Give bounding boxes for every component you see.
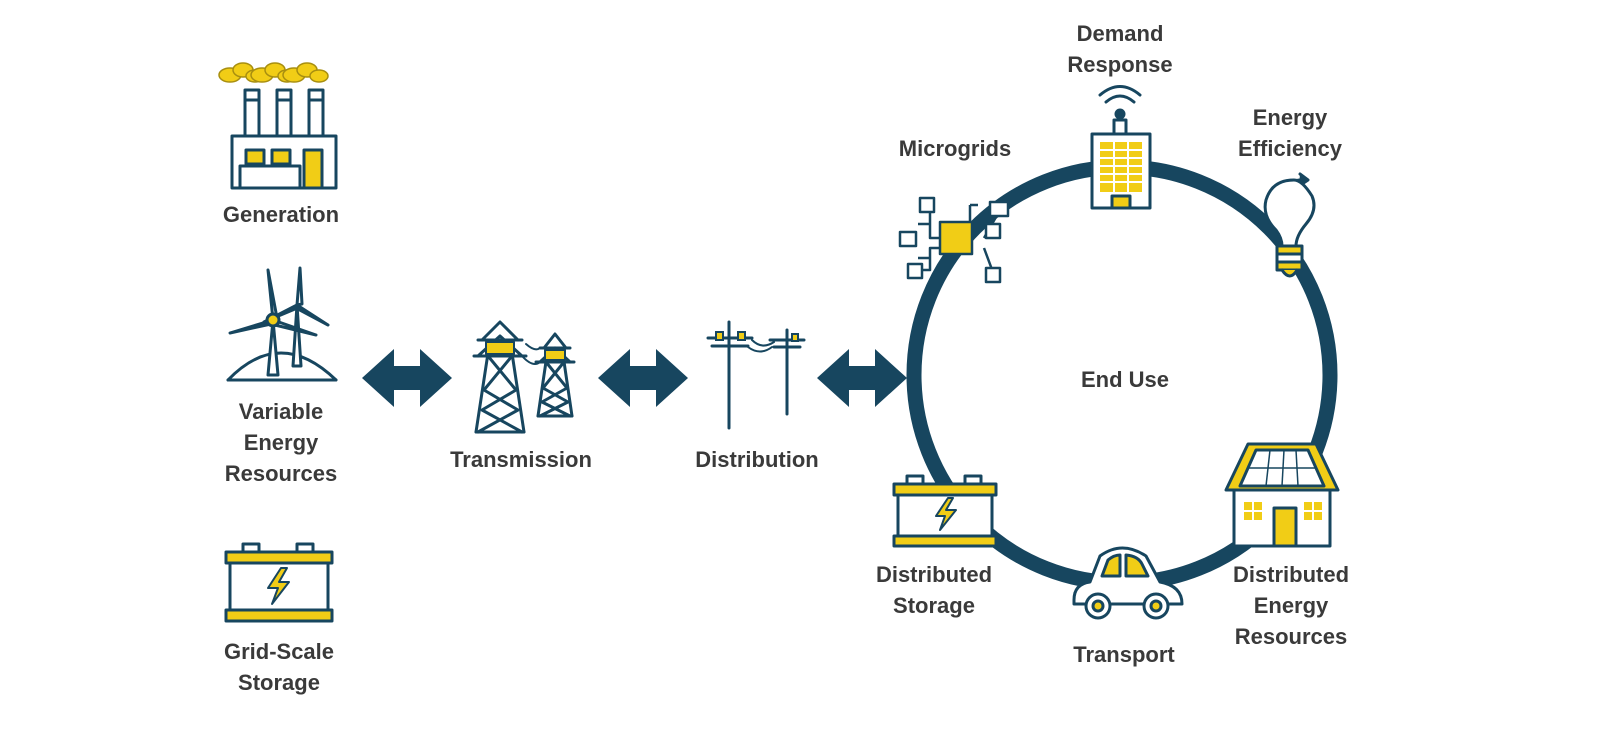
label-transport: Transport — [1073, 639, 1174, 670]
double-arrow-icon — [817, 349, 907, 407]
microgrid-icon — [898, 196, 1010, 284]
label-line: Storage — [238, 670, 320, 695]
label-distributed-storage: Distributed Storage — [876, 559, 992, 621]
label-variable-energy-resources: Variable Energy Resources — [225, 396, 338, 489]
label-line: Energy — [1253, 593, 1329, 618]
label-microgrids: Microgrids — [899, 133, 1011, 164]
label-line: Transmission — [450, 447, 592, 472]
double-arrow-icon — [598, 349, 688, 407]
battery-icon — [224, 542, 334, 623]
label-demand-response: Demand Response — [1067, 18, 1172, 80]
label-distributed-energy-resources: Distributed Energy Resources — [1233, 559, 1349, 652]
label-energy-efficiency: Energy Efficiency — [1238, 102, 1342, 164]
label-line: Distribution — [695, 447, 819, 472]
label-line: Generation — [222, 202, 340, 227]
label-line: Distributed — [875, 562, 993, 587]
building-wifi-icon — [1090, 85, 1152, 210]
label-end-use: End Use — [1081, 364, 1169, 395]
label-line: Grid-Scale — [223, 639, 335, 664]
factory-icon — [218, 62, 338, 190]
label-line: Storage — [893, 593, 975, 618]
label-generation: Generation — [223, 199, 339, 230]
label-line: Demand — [1076, 21, 1164, 46]
label-line: Resources — [224, 461, 338, 486]
wind-turbine-icon — [226, 266, 338, 382]
label-line: Variable — [238, 399, 324, 424]
transmission-tower-icon — [472, 320, 576, 434]
label-line: Microgrids — [898, 136, 1012, 161]
car-icon — [1072, 546, 1184, 620]
label-line: Resources — [1234, 624, 1348, 649]
utility-pole-icon — [706, 320, 806, 430]
label-line: Distributed — [1232, 562, 1350, 587]
label-line: Energy — [243, 430, 319, 455]
label-distribution: Distribution — [695, 444, 818, 475]
label-grid-scale-storage: Grid-Scale Storage — [224, 636, 334, 698]
battery-icon — [892, 474, 998, 548]
label-line: End Use — [1080, 367, 1170, 392]
label-transmission: Transmission — [450, 444, 592, 475]
label-line: Transport — [1073, 642, 1175, 667]
label-line: Energy — [1252, 105, 1328, 130]
house-solar-icon — [1224, 442, 1340, 548]
label-line: Efficiency — [1238, 136, 1342, 161]
label-line: Response — [1067, 52, 1173, 77]
lightbulb-icon — [1263, 172, 1316, 278]
double-arrow-icon — [362, 349, 452, 407]
